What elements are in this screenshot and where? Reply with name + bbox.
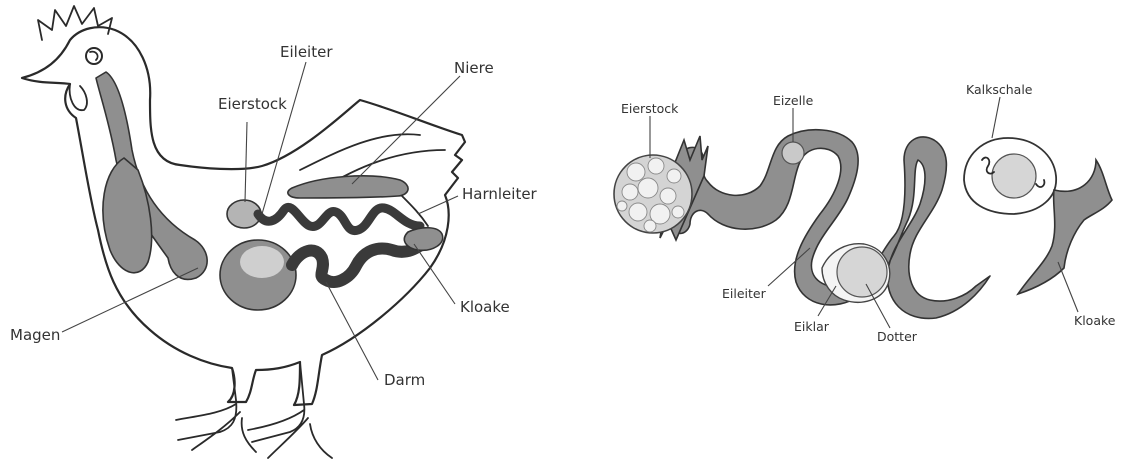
label-eierstock-hen: Eierstock bbox=[218, 95, 287, 113]
label-darm: Darm bbox=[384, 371, 425, 389]
label-eileiter-ovi: Eileiter bbox=[722, 286, 767, 301]
leader-kalkschale bbox=[992, 97, 1000, 138]
label-eizelle: Eizelle bbox=[773, 93, 814, 108]
leader-kloake-ovi bbox=[1058, 262, 1078, 312]
label-dotter: Dotter bbox=[877, 329, 918, 344]
hen-eye bbox=[86, 48, 102, 64]
egg-cell bbox=[782, 142, 804, 164]
label-eierstock-ovi: Eierstock bbox=[621, 101, 679, 116]
hen-cloaca bbox=[404, 228, 442, 251]
shelled-egg-yolk bbox=[992, 154, 1036, 198]
label-magen: Magen bbox=[10, 326, 60, 344]
hen-stomach-highlight bbox=[240, 246, 284, 278]
egg-yolk bbox=[837, 247, 887, 297]
hen-diagram: Eierstock Eileiter Niere Harnleiter Kloa… bbox=[10, 6, 538, 458]
label-kloake-ovi: Kloake bbox=[1074, 313, 1116, 328]
label-kalkschale: Kalkschale bbox=[966, 82, 1033, 97]
label-eileiter-hen: Eileiter bbox=[280, 43, 333, 61]
label-niere: Niere bbox=[454, 59, 494, 77]
oviduct-diagram: Eierstock Eizelle Kalkschale Eileiter Ei… bbox=[614, 82, 1116, 344]
label-eiklar: Eiklar bbox=[794, 319, 830, 334]
label-harnleiter: Harnleiter bbox=[462, 185, 538, 203]
label-kloake-hen: Kloake bbox=[460, 298, 510, 316]
